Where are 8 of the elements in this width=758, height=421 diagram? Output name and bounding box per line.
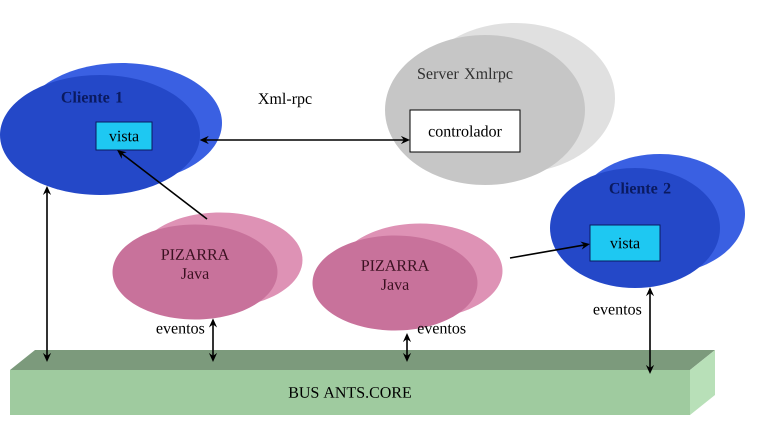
bus-bar: BUS ANTS.CORE (10, 350, 715, 415)
whiteboard-disc: PIZARRA Java (112, 212, 302, 320)
edge-label: Xml-rpc (258, 92, 312, 108)
edge-label: eventos (594, 305, 642, 315)
controller-box: controlador (410, 110, 520, 152)
edge-label: eventos (156, 324, 204, 334)
view-box: vista (96, 122, 152, 150)
view-box: vista (590, 224, 660, 262)
